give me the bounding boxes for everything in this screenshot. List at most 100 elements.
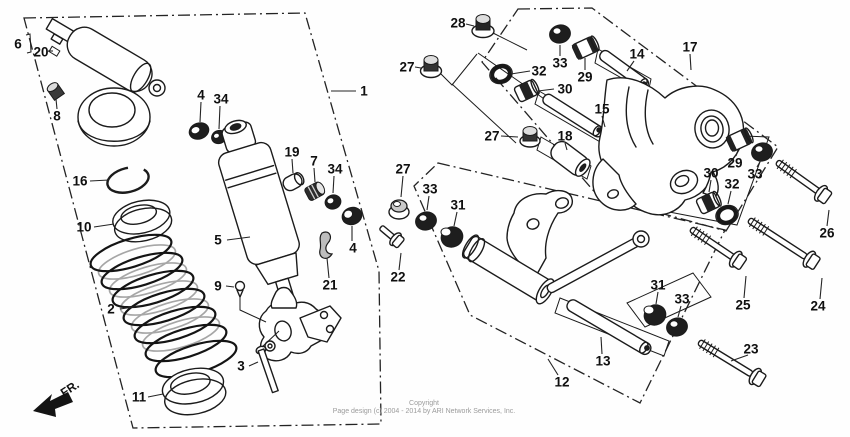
part-collar-18: [550, 140, 591, 177]
callout-28[interactable]: 28: [450, 16, 466, 31]
callout-33d[interactable]: 33: [674, 292, 690, 307]
callout-7[interactable]: 7: [310, 154, 318, 169]
callout-18[interactable]: 18: [557, 129, 573, 144]
callout-33c[interactable]: 33: [422, 182, 438, 197]
callout-31b[interactable]: 31: [650, 278, 666, 293]
part-bushing-29b: [725, 127, 754, 152]
callout-15[interactable]: 15: [594, 102, 610, 117]
callout-13[interactable]: 13: [595, 354, 611, 369]
callout-32a[interactable]: 32: [531, 64, 546, 79]
callout-22[interactable]: 22: [390, 270, 405, 285]
box-bush-set-bottom: [626, 272, 712, 328]
part-bolt-26: [775, 159, 833, 205]
leader-line-33d: [677, 305, 682, 318]
callout-31a[interactable]: 31: [450, 198, 466, 213]
callout-29b[interactable]: 29: [727, 156, 742, 171]
part-grommet-33d: [666, 317, 688, 337]
callout-6[interactable]: 6: [14, 37, 22, 52]
callout-27a[interactable]: 27: [399, 60, 414, 75]
callout-26[interactable]: 26: [819, 226, 835, 241]
callout-30b[interactable]: 30: [703, 166, 718, 181]
part-bolt-22: [379, 225, 405, 249]
box-pipe-13: [554, 297, 670, 357]
callout-12[interactable]: 12: [554, 375, 569, 390]
callout-8[interactable]: 8: [53, 109, 61, 124]
shock-assembly-outline: [23, 12, 382, 429]
part-bolt-23: [697, 339, 767, 388]
part-bolt-25: [689, 226, 748, 270]
leader-line-14: [626, 60, 635, 72]
leader-line-31b: [655, 291, 659, 305]
callout-29a[interactable]: 29: [577, 70, 592, 85]
leader-line-21: [326, 257, 330, 279]
callout-4a[interactable]: 4: [197, 88, 205, 103]
callout-27c[interactable]: 27: [395, 162, 410, 177]
callout-27b[interactable]: 27: [484, 129, 499, 144]
band-line-lower: [451, 83, 517, 144]
part-cushion-link-plate: [506, 189, 573, 277]
callout-33b[interactable]: 33: [747, 167, 763, 182]
callout-14[interactable]: 14: [629, 47, 645, 62]
part-damper-clevis: [258, 286, 342, 362]
cushion-arm-group: [379, 14, 833, 388]
leader-line-34b: [332, 175, 335, 194]
leader-line-33b: [756, 159, 762, 168]
front-arrow-icon: [33, 392, 73, 417]
leader-lines-layer: [48, 23, 830, 398]
part-spring-preload-collar: [77, 87, 151, 147]
part-dust-seal-34b: [324, 194, 342, 210]
callout-34b[interactable]: 34: [327, 162, 343, 177]
part-damper-body: [217, 119, 342, 362]
callout-21[interactable]: 21: [322, 278, 338, 293]
callout-20[interactable]: 20: [33, 45, 48, 60]
part-bushing-30a: [513, 78, 540, 103]
callout-10[interactable]: 10: [76, 220, 91, 235]
leader-line-30b: [708, 179, 712, 193]
leader-line-15: [601, 115, 606, 128]
callout-25[interactable]: 25: [735, 298, 751, 313]
part-grommet-33c: [415, 211, 437, 231]
part-cushion-arm-17: [592, 77, 745, 216]
callout-19[interactable]: 19: [284, 145, 299, 160]
part-coil-spring: [89, 233, 238, 379]
leader-line-5: [226, 236, 251, 241]
callout-3[interactable]: 3: [237, 359, 245, 374]
front-direction-indicator: FR.: [33, 378, 82, 417]
part-flange-nut-27a: [419, 53, 478, 86]
callout-11[interactable]: 11: [132, 390, 147, 405]
callout-24[interactable]: 24: [810, 299, 826, 314]
leader-line-25: [743, 275, 747, 299]
shock-absorber-group: [25, 17, 363, 416]
callout-30a[interactable]: 30: [557, 82, 572, 97]
part-bushing-29a: [571, 35, 600, 60]
part-link-arm: [546, 230, 650, 294]
callout-5[interactable]: 5: [214, 233, 222, 248]
part-flange-collar-27c: [388, 199, 410, 220]
leader-line-18: [564, 142, 568, 151]
part-bushing-31a: [440, 226, 464, 248]
callout-4b[interactable]: 4: [349, 241, 357, 256]
callout-1[interactable]: 1: [360, 84, 368, 99]
cushion-arm-outline: [481, 7, 779, 232]
part-bolt-24: [747, 217, 821, 270]
callout-9[interactable]: 9: [214, 279, 222, 294]
callout-17[interactable]: 17: [682, 40, 697, 55]
leader-line-27b: [500, 135, 519, 138]
callout-32b[interactable]: 32: [724, 177, 739, 192]
callout-34a[interactable]: 34: [213, 92, 229, 107]
leader-line-27c: [400, 175, 404, 198]
leader-line-33c: [426, 195, 430, 211]
part-stopper-ring: [106, 166, 150, 194]
leader-line-4a: [199, 101, 202, 123]
leader-line-11: [147, 393, 164, 398]
callout-16[interactable]: 16: [72, 174, 88, 189]
bracket-6: [25, 33, 32, 54]
part-collar-19: [282, 171, 305, 192]
part-spring-seat-lower: [161, 367, 227, 416]
copyright-line1: Copyright: [409, 400, 439, 407]
leader-line-28: [465, 23, 475, 27]
callout-23[interactable]: 23: [743, 342, 759, 357]
callout-33a[interactable]: 33: [552, 56, 568, 71]
callout-2[interactable]: 2: [107, 302, 115, 317]
